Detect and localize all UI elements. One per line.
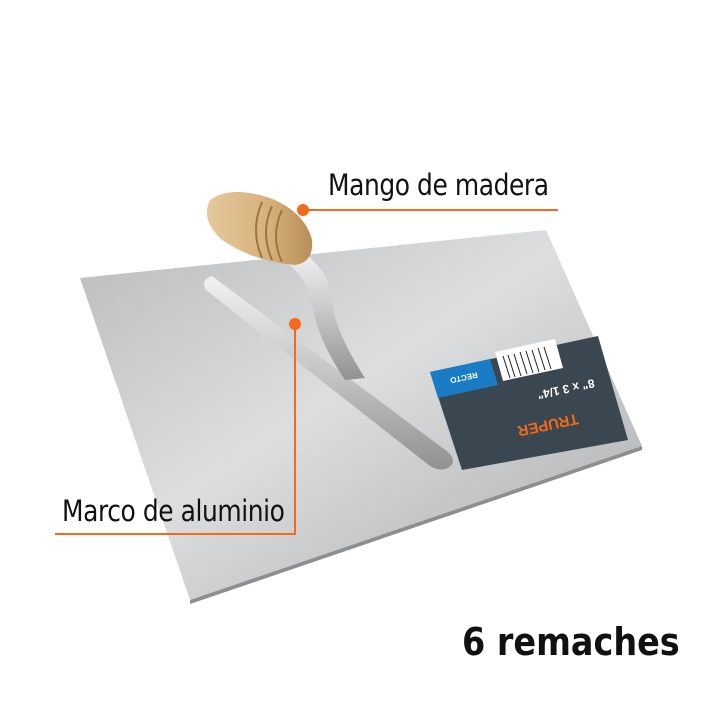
aluminium-frame <box>204 276 453 470</box>
handle-callout-label: Mango de madera <box>328 168 549 202</box>
handle-callout-line <box>297 204 558 216</box>
wooden-handle <box>206 191 313 265</box>
steel-plate <box>80 230 642 600</box>
product-label: RECTO 8" x 3 1/4" TRUPER <box>430 336 628 470</box>
frame-callout-label: Marco de aluminio <box>62 494 285 528</box>
handle-neck <box>285 250 365 380</box>
rivets-feature-label: 6 remaches <box>462 620 680 664</box>
frame-callout-line <box>55 318 301 535</box>
